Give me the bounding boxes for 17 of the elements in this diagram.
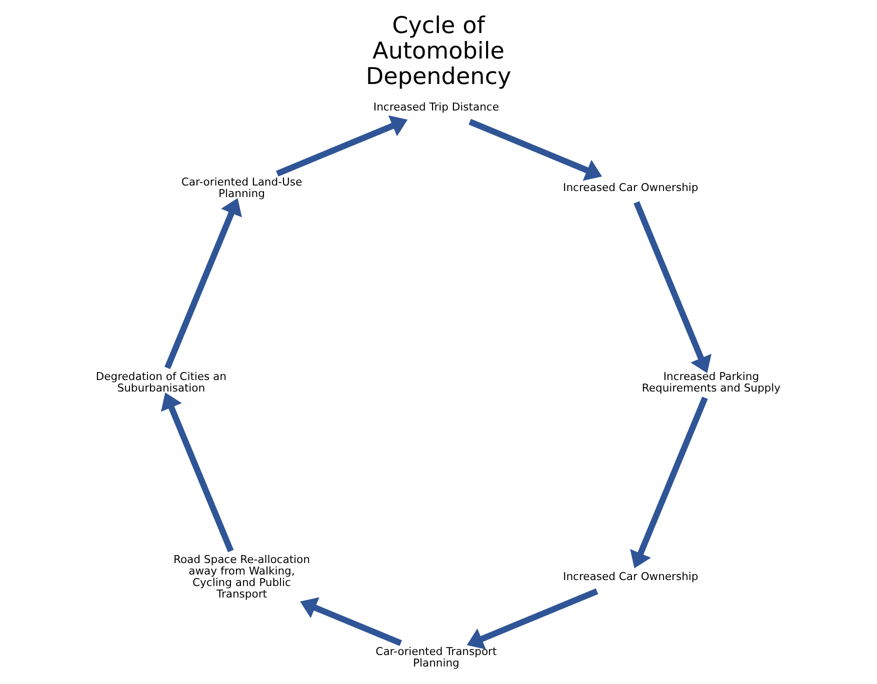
node-text: Car-oriented Land-Use Planning: [181, 175, 302, 200]
node-text: Road Space Re-allocation away from Walking, Cycling and Public Transport: [173, 552, 310, 600]
arrow: [164, 198, 242, 370]
node-text: Increased Car Ownership: [563, 570, 698, 584]
arrow: [160, 392, 234, 552]
diagram-title: Cycle of Automobile Dependency: [366, 13, 512, 90]
node-text: Degredation of Cities an Suburbanisation: [96, 370, 226, 394]
arrow: [466, 588, 598, 650]
arrow: [276, 115, 408, 177]
arrow: [630, 396, 708, 568]
arrow: [634, 201, 712, 374]
node-text: Increased Car Ownership: [563, 181, 698, 194]
node-text: Increased Trip Distance: [373, 100, 499, 114]
arrow: [468, 118, 602, 181]
arrow: [300, 597, 402, 646]
node-text: Increased Parking Requirements and Supply: [642, 370, 781, 394]
node-text: Car-oriented Transport Planning: [376, 644, 497, 670]
